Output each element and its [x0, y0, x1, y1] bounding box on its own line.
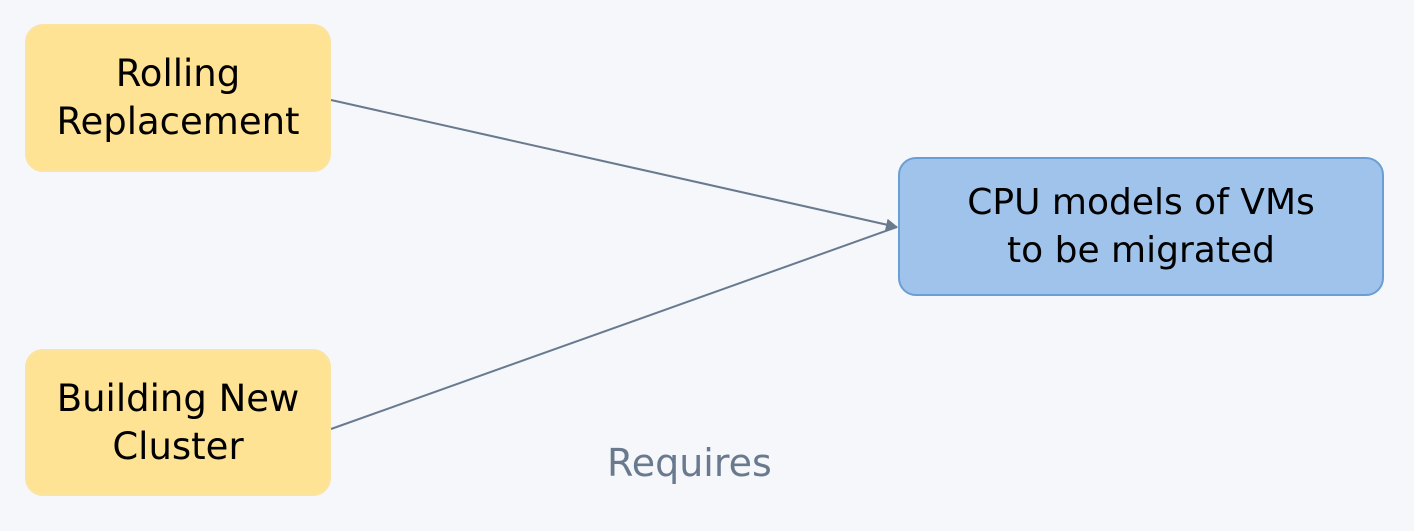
node-rolling-replacement-line-1: Rolling	[115, 52, 241, 95]
node-building-new-cluster-line-2: Cluster	[112, 424, 244, 468]
node-cpu-models-text: CPU models of VMs to be migrated	[967, 179, 1315, 275]
node-building-new-cluster-line-1: Building New	[56, 376, 300, 420]
edge-rolling-to-cpu	[330, 99, 898, 231]
node-cpu-models[interactable]: CPU models of VMs to be migrated	[898, 157, 1384, 296]
node-building-new-cluster[interactable]: Building New Cluster	[25, 349, 331, 496]
node-rolling-replacement-line-2: Replacement	[56, 100, 300, 143]
node-cpu-models-line-2: to be migrated	[1007, 229, 1275, 271]
node-rolling-replacement[interactable]: Rolling Replacement	[25, 24, 331, 172]
node-building-new-cluster-text: Building New Cluster	[57, 375, 300, 471]
edge-label-requires: Requires	[607, 441, 772, 485]
node-rolling-replacement-text: Rolling Replacement	[56, 50, 299, 146]
edge-building-to-cpu	[330, 226, 898, 430]
node-cpu-models-line-1: CPU models of VMs	[967, 181, 1315, 223]
